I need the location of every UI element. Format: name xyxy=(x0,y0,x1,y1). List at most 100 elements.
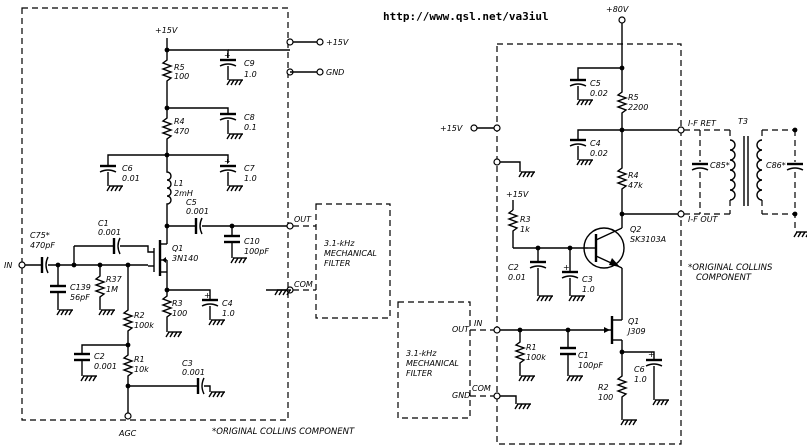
right-terminal-if-out-label: I-F OUT xyxy=(688,215,719,224)
left-c2-ref: C2 xyxy=(94,352,105,361)
left-r5-val: 100 xyxy=(174,72,189,81)
right-c5-ref: C5 xyxy=(590,79,601,88)
right-r2-val: 100 xyxy=(598,393,613,402)
right-c2-val: 0.01 xyxy=(508,273,526,282)
left-supply-label: +15V xyxy=(155,26,178,35)
left-l1-val: 2mH xyxy=(174,189,193,198)
right-c85-ref: C85* xyxy=(710,161,730,170)
left-r37-val: 1M xyxy=(106,285,118,294)
right-t3-label: T3 xyxy=(738,117,748,126)
right-terminal-80v xyxy=(618,16,626,24)
left-terminal-agc xyxy=(124,412,132,420)
left-filter-line3: FILTER xyxy=(324,259,350,268)
svg-text:+: + xyxy=(224,157,231,166)
left-c5-val: 0.001 xyxy=(186,207,209,216)
right-footnote-line1: *ORIGINAL COLLINS xyxy=(688,263,773,273)
left-c4-ref: C4 xyxy=(222,299,233,308)
left-c9-val: 1.0 xyxy=(244,70,257,79)
right-q2-body xyxy=(583,227,625,269)
right-c1-val: 100pF xyxy=(578,361,603,370)
left-c10-val: 100pF xyxy=(244,247,269,256)
left-c139-ref: C139 xyxy=(70,283,91,292)
left-terminal-out xyxy=(286,222,294,230)
right-r5-ref: R5 xyxy=(628,93,639,102)
left-c6-val: 0.01 xyxy=(122,174,140,183)
left-r4-val: 470 xyxy=(174,127,189,136)
right-filter-line3: FILTER xyxy=(406,369,432,378)
left-q1-ref: Q1 xyxy=(172,244,183,253)
left-terminal-in xyxy=(18,261,26,269)
left-r3-val: 100 xyxy=(172,309,187,318)
left-c75-val: 470pF xyxy=(30,241,55,250)
right-r1-ref: R1 xyxy=(526,343,537,352)
left-c1-val: 0.001 xyxy=(98,228,121,237)
left-r3-ref: R3 xyxy=(172,299,183,308)
right-module-boundary xyxy=(496,43,682,445)
right-r3-supply: +15V xyxy=(506,190,529,199)
svg-text:+: + xyxy=(648,350,655,359)
source-url: http://www.qsl.net/va3iul xyxy=(383,10,549,23)
left-q1-val: 3N140 xyxy=(172,254,198,263)
right-c6-val: 1.0 xyxy=(634,375,647,384)
left-c1-ref: C1 xyxy=(98,219,109,228)
right-q2-val: SK3103A xyxy=(630,235,666,244)
right-terminal-com-label: COM xyxy=(472,384,491,393)
left-c4-val: 1.0 xyxy=(222,309,235,318)
right-c4-val: 0.02 xyxy=(590,149,608,158)
right-mechanical-filter-box xyxy=(397,301,471,419)
left-filter-line1: 3.1-kHz xyxy=(324,239,355,248)
left-c7-ref: C7 xyxy=(244,164,256,173)
left-c75-ref: C75* xyxy=(30,231,50,240)
right-q2-ref: Q2 xyxy=(630,225,641,234)
left-terminal-agc-label: AGC xyxy=(118,429,137,438)
right-c4-ref: C4 xyxy=(590,139,601,148)
left-c10-ref: C10 xyxy=(244,237,260,246)
right-r3-ref: R3 xyxy=(520,215,531,224)
svg-text:+: + xyxy=(563,263,570,272)
left-terminal-15v xyxy=(286,38,294,46)
right-c1-ref: C1 xyxy=(578,351,589,360)
left-c5-ref: C5 xyxy=(186,198,197,207)
left-c3-val: 0.001 xyxy=(182,368,205,377)
left-l1-ref: L1 xyxy=(174,179,184,188)
right-filter-line1: 3.1-kHz xyxy=(406,349,437,358)
left-terminal-15v-label: +15V xyxy=(326,38,349,47)
right-terminal-if-out xyxy=(677,210,685,218)
left-c9-ref: C9 xyxy=(244,59,255,68)
left-terminal-gnd-label: GND xyxy=(326,68,344,77)
left-c3-ref: C3 xyxy=(182,359,193,368)
left-c2-val: 0.001 xyxy=(94,362,117,371)
right-footnote-line2: COMPONENT xyxy=(696,273,752,283)
right-c86-ref: C86* xyxy=(766,161,786,170)
left-module-boundary xyxy=(21,7,289,421)
left-mechanical-filter-box xyxy=(315,203,391,319)
right-terminal-in-label: IN xyxy=(474,319,482,328)
left-terminal-in-label: IN xyxy=(4,261,12,270)
left-c8-ref: C8 xyxy=(244,113,255,122)
right-c3-val: 1.0 xyxy=(582,285,595,294)
left-terminal-out-label: OUT xyxy=(294,215,312,224)
right-r4-val: 47k xyxy=(628,181,643,190)
right-r5-val: 2200 xyxy=(628,103,648,112)
right-terminal-if-ret-label: I-F RET xyxy=(688,119,717,128)
right-terminal-15v-label: +15V xyxy=(440,124,463,133)
left-r4-ref: R4 xyxy=(174,117,185,126)
left-r37-ref: R37 xyxy=(106,275,123,284)
right-terminal-in xyxy=(493,326,501,334)
left-r5-ref: R5 xyxy=(174,63,185,72)
right-terminal-com xyxy=(493,392,501,400)
svg-text:+: + xyxy=(204,291,211,300)
right-terminal-gnd-label: GND xyxy=(452,391,470,400)
svg-text:+: + xyxy=(224,51,231,60)
right-r1-val: 100k xyxy=(526,353,546,362)
left-c8-val: 0.1 xyxy=(244,123,257,132)
left-c7-val: 1.0 xyxy=(244,174,257,183)
right-q1-ref: Q1 xyxy=(628,317,639,326)
right-r3-val: 1k xyxy=(520,225,530,234)
right-c5-val: 0.02 xyxy=(590,89,608,98)
left-filter-line2: MECHANICAL xyxy=(324,249,377,258)
right-r2-ref: R2 xyxy=(598,383,609,392)
right-supply-label: +80V xyxy=(606,5,629,14)
right-terminal-if-ret xyxy=(677,126,685,134)
